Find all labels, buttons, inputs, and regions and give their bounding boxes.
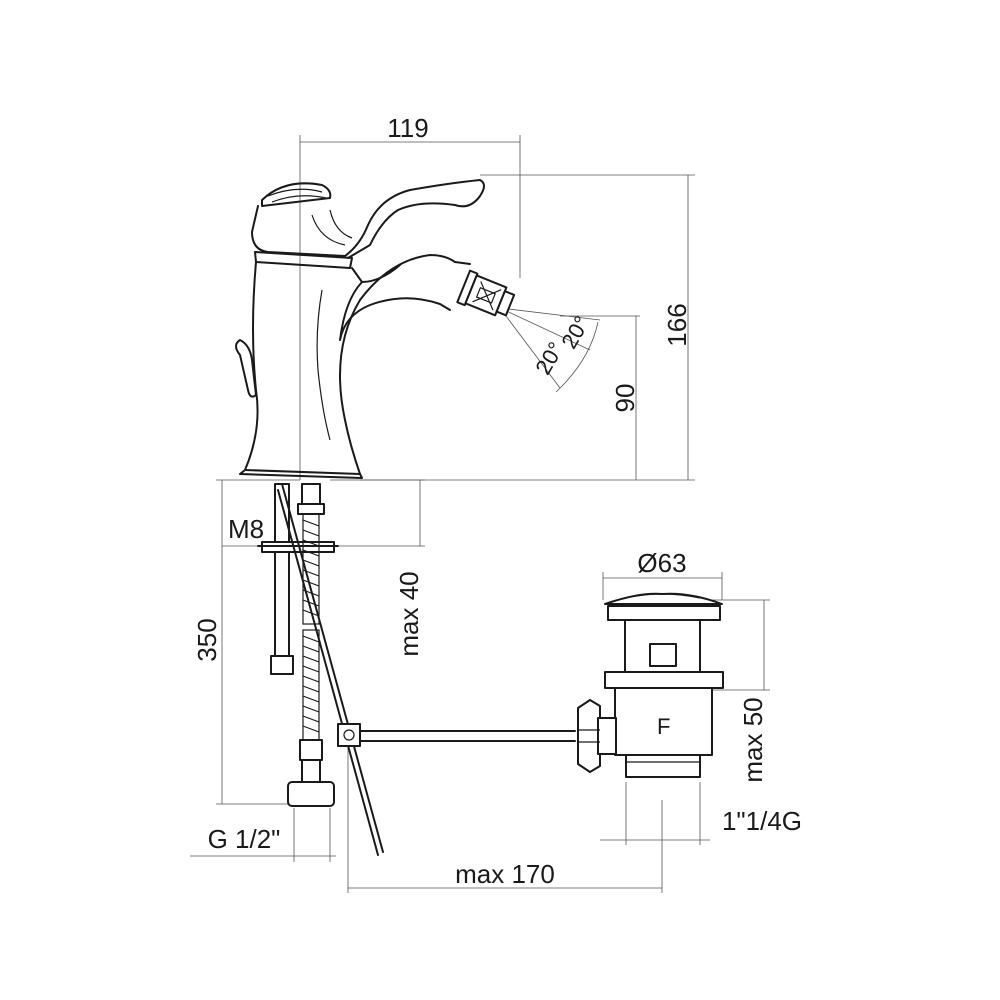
hose-connection-label: G 1/2" — [208, 824, 281, 854]
dim-90-label: 90 — [610, 384, 640, 413]
dim-166-label: 166 — [662, 303, 692, 346]
thread-rod-label: M8 — [228, 514, 264, 544]
waste-thread-label: 1"1/4G — [722, 806, 802, 836]
hose-length-label: 350 — [192, 618, 222, 661]
max-deck-label: max 40 — [394, 571, 424, 656]
dimension-labels: 119 166 90 20° 20° M8 350 max 40 G 1/2" … — [192, 113, 802, 889]
dim-119-label: 119 — [387, 113, 428, 143]
under-deck-fittings — [257, 483, 576, 856]
max-rod-label: max 170 — [455, 859, 555, 889]
max-waste-label: max 50 — [738, 697, 768, 782]
waste-diameter-label: Ø63 — [637, 548, 686, 578]
dimension-lines — [190, 135, 770, 893]
waste-assembly: F — [577, 592, 724, 778]
waste-letter: F — [657, 714, 670, 739]
faucet-body — [235, 179, 516, 479]
